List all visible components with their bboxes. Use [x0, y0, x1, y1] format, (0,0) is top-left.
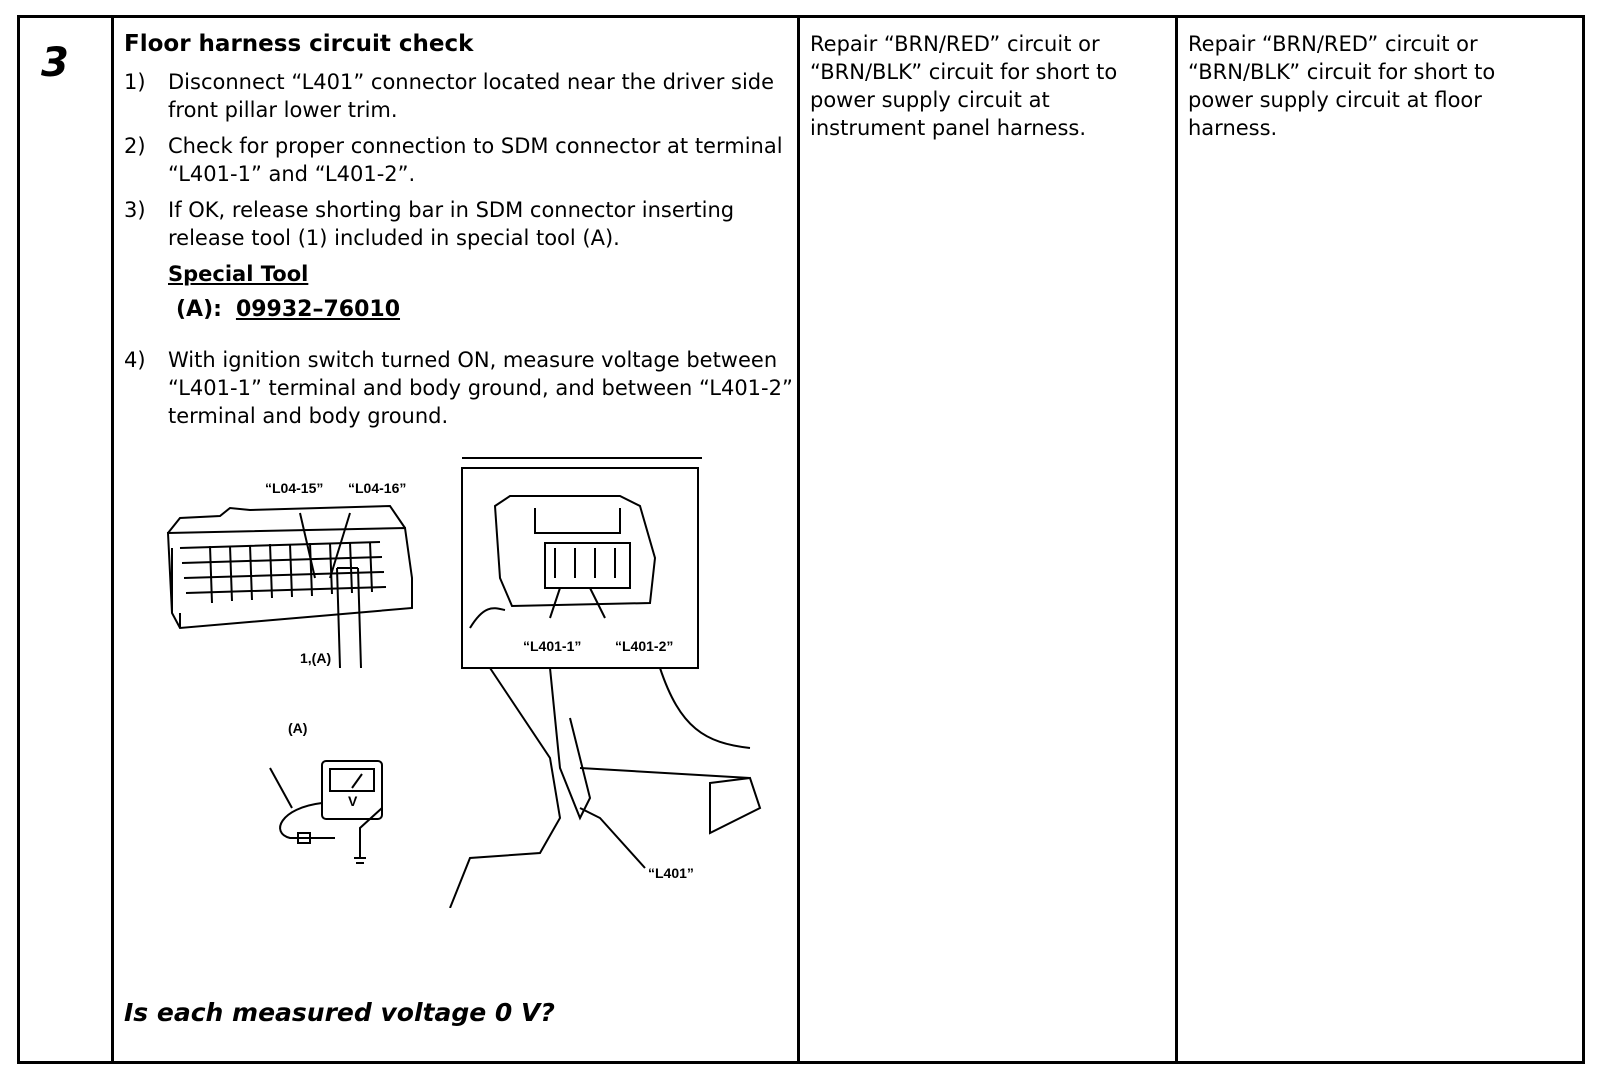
item-number: 2): [124, 134, 146, 158]
connector-illustration: “L04-15” “L04-16” 1,(A) (A) V “L401-1” “…: [166, 457, 762, 908]
item-number: 4): [124, 348, 146, 372]
instruction-item: 3) If OK, release shorting bar in SDM co…: [124, 196, 804, 252]
label-meter-v: V: [348, 793, 358, 809]
label-a-ref: (A): [288, 720, 307, 736]
check-question: Is each measured voltage 0 V?: [124, 998, 555, 1027]
no-action: Repair “BRN/RED” circuit or “BRN/BLK” ci…: [1188, 32, 1496, 140]
label-l04-16: “L04-16”: [348, 480, 406, 496]
item-text: Check for proper connection to SDM conne…: [168, 134, 783, 186]
instruction-item: 2) Check for proper connection to SDM co…: [124, 132, 804, 188]
label-l401-1: “L401-1”: [523, 638, 581, 654]
column-divider: [797, 18, 800, 1061]
column-divider: [111, 18, 114, 1061]
special-tool-label: (A):: [176, 297, 222, 322]
special-tool-line: (A): 09932–76010: [176, 296, 804, 324]
yes-action: Repair “BRN/RED” circuit or “BRN/BLK” ci…: [810, 32, 1118, 140]
step-title: Floor harness circuit check: [124, 31, 474, 57]
item-number: 1): [124, 70, 146, 94]
step-number: 3: [41, 40, 69, 86]
label-l401-2: “L401-2”: [615, 638, 673, 654]
column-divider: [1175, 18, 1178, 1061]
item-text: If OK, release shorting bar in SDM conne…: [168, 198, 735, 250]
label-l401: “L401”: [648, 865, 694, 881]
label-l04-15: “L04-15”: [265, 480, 323, 496]
item-text: Disconnect “L401” connector located near…: [168, 70, 775, 122]
special-tool-code: 09932–76010: [235, 297, 401, 322]
instructions: 1) Disconnect “L401” connector located n…: [124, 68, 804, 438]
special-tool-heading: Special Tool: [168, 262, 309, 286]
item-text: With ignition switch turned ON, measure …: [168, 348, 793, 428]
instruction-item: 1) Disconnect “L401” connector located n…: [124, 68, 804, 124]
step-table: 3 Floor harness circuit check 1) Disconn…: [17, 15, 1585, 1064]
instruction-item: 4) With ignition switch turned ON, measu…: [124, 346, 804, 430]
item-number: 3): [124, 198, 146, 222]
label-tool-ref: 1,(A): [300, 650, 331, 666]
